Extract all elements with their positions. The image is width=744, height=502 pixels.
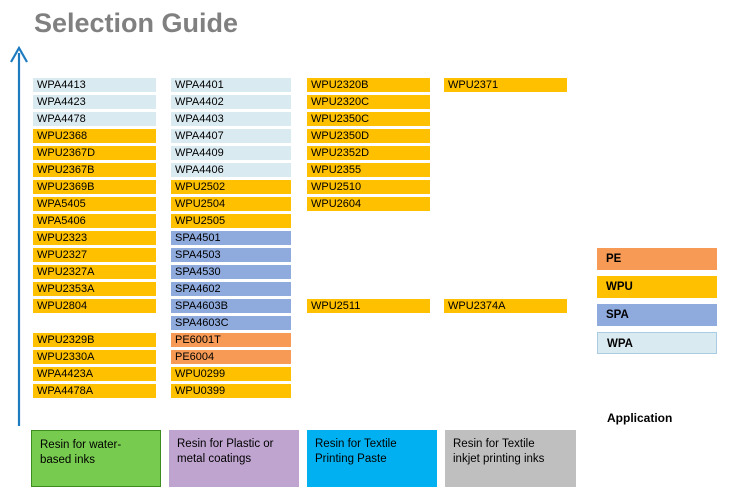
application-box-line1: Resin for Textile [453,438,535,450]
application-box-line2: metal coatings [177,453,252,465]
product-chip[interactable]: PE6001T [171,333,291,347]
product-chip[interactable]: SPA4603B [171,299,291,313]
product-chip-spacer [444,163,567,177]
legend-chip-spa[interactable]: SPA [597,304,717,326]
application-axis-label: Application [607,411,673,425]
legend-chip-pe[interactable]: PE [597,248,717,270]
product-chip-spacer [444,112,567,126]
resin-type-legend: PE WPU SPA WPA [597,248,717,360]
product-chip[interactable]: WPA4407 [171,129,291,143]
product-chip-spacer [307,265,430,279]
product-chip-spacer [444,248,567,262]
product-chip[interactable]: WPU2323 [33,231,156,245]
product-chip[interactable]: WPU2320C [307,95,430,109]
product-chip[interactable]: WPU2367B [33,163,156,177]
product-chip[interactable]: WPU2350C [307,112,430,126]
product-chip[interactable]: WPA4403 [171,112,291,126]
product-chip[interactable]: WPU2327A [33,265,156,279]
product-chip[interactable]: SPA4503 [171,248,291,262]
product-chip[interactable]: WPU2320B [307,78,430,92]
product-chip-spacer [33,316,156,330]
product-chip[interactable]: WPA4478 [33,112,156,126]
product-chip-spacer [307,231,430,245]
page-title: Selection Guide [34,8,239,38]
product-chip[interactable]: WPU0299 [171,367,291,381]
product-chip[interactable]: WPU2504 [171,197,291,211]
product-chip-spacer [444,231,567,245]
product-chip[interactable]: WPA4423A [33,367,156,381]
application-box-line2: based inks [40,454,95,466]
product-chip[interactable]: WPU2367D [33,146,156,160]
application-box[interactable]: Resin for water-based inks [31,430,161,487]
product-chip-spacer [444,146,567,160]
product-chip[interactable]: WPU2368 [33,129,156,143]
product-chip[interactable]: WPU2804 [33,299,156,313]
product-chip[interactable]: WPA4478A [33,384,156,398]
product-chip[interactable]: WPU2327 [33,248,156,262]
product-chip[interactable]: WPU2329B [33,333,156,347]
product-chip[interactable]: WPU2511 [307,299,430,313]
product-chip-spacer [444,180,567,194]
product-chip[interactable]: SPA4603C [171,316,291,330]
application-box-line2: inkjet printing inks [453,453,545,465]
product-chip[interactable]: WPU2374A [444,299,567,313]
product-chip[interactable]: WPU0399 [171,384,291,398]
product-chip[interactable]: WPU2510 [307,180,430,194]
application-box-line1: Resin for Textile [315,438,397,450]
product-chip-spacer [444,282,567,296]
product-chip[interactable]: WPU2502 [171,180,291,194]
product-chip[interactable]: WPA4409 [171,146,291,160]
product-chip[interactable]: WPA4402 [171,95,291,109]
product-chip[interactable]: PE6004 [171,350,291,364]
product-chip-spacer [444,129,567,143]
product-chip[interactable]: WPU2353A [33,282,156,296]
product-chip[interactable]: WPA4406 [171,163,291,177]
application-box[interactable]: Resin for Plastic or metal coatings [169,430,299,487]
product-chip[interactable]: WPA5406 [33,214,156,228]
product-chip[interactable]: WPA4423 [33,95,156,109]
product-chip[interactable]: WPU2330A [33,350,156,364]
product-chip[interactable]: WPA5405 [33,197,156,211]
product-chip[interactable]: WPU2355 [307,163,430,177]
product-chip[interactable]: WPU2352D [307,146,430,160]
product-chip[interactable]: WPU2371 [444,78,567,92]
product-chip-spacer [307,248,430,262]
product-chip[interactable]: SPA4602 [171,282,291,296]
product-chip-spacer [444,265,567,279]
up-arrow-icon [10,45,28,426]
product-chip[interactable]: WPA4401 [171,78,291,92]
product-chip-spacer [444,95,567,109]
product-chip[interactable]: WPU2350D [307,129,430,143]
product-column-3: WPU2320B WPU2320C WPU2350C WPU2350D WPU2352D… [307,78,430,316]
legend-chip-wpu[interactable]: WPU [597,276,717,298]
product-chip[interactable]: SPA4530 [171,265,291,279]
product-chip[interactable]: SPA4501 [171,231,291,245]
product-chip-spacer [307,282,430,296]
product-chip[interactable]: WPU2505 [171,214,291,228]
application-box[interactable]: Resin for Textile inkjet printing inks [445,430,576,487]
product-chip[interactable]: WPA4413 [33,78,156,92]
legend-chip-wpa[interactable]: WPA [597,332,717,354]
product-chip[interactable]: WPU2604 [307,197,430,211]
product-chip-spacer [444,214,567,228]
product-chip[interactable]: WPU2369B [33,180,156,194]
product-chip-spacer [307,214,430,228]
product-chip-spacer [444,197,567,211]
application-box-line2: Printing Paste [315,453,387,465]
application-box-line1: Resin for water- [40,439,122,451]
application-box-line1: Resin for Plastic or [177,438,274,450]
